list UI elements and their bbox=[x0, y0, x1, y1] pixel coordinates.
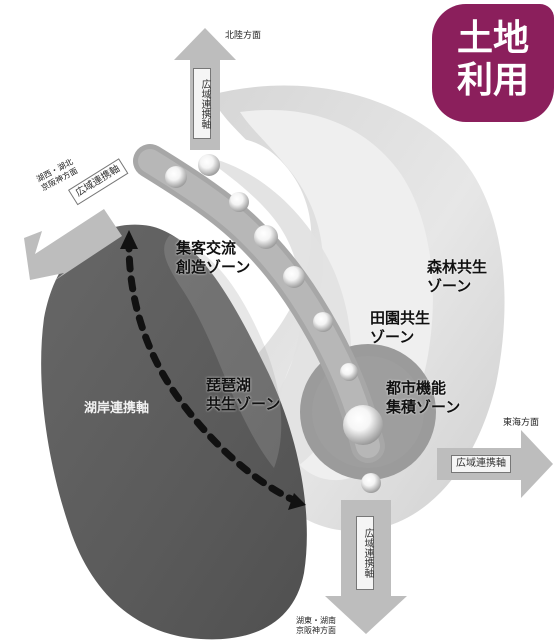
gather-exchange-zone-label: 集客交流 創造ゾーン bbox=[176, 239, 250, 277]
urban-function-zone-label: 都市機能 集積ゾーン bbox=[386, 379, 460, 417]
rural-coexist-line-1: 田園共生 bbox=[370, 309, 431, 327]
urban-function-line-1: 都市機能 bbox=[386, 379, 447, 397]
urban-function-line-2: 集積ゾーン bbox=[386, 398, 461, 416]
circle-node-icon bbox=[343, 405, 383, 445]
south-direction-label: 湖東・湖南 京阪神方面 bbox=[296, 616, 336, 636]
forest-coexist-line-1: 森林共生 bbox=[427, 258, 488, 276]
rural-coexist-line-2: ゾーン bbox=[370, 328, 415, 346]
east-axis-box: 広域連携軸 bbox=[451, 455, 511, 473]
lake-coexist-line-1: 琵琶湖 bbox=[206, 376, 252, 394]
land-use-badge: 土地 利用 bbox=[432, 4, 554, 122]
forest-coexist-zone-label: 森林共生 ゾーン bbox=[427, 258, 487, 296]
gather-exchange-line-1: 集客交流 bbox=[176, 239, 237, 257]
north-axis-box: 広域連携軸 bbox=[193, 68, 211, 139]
gather-exchange-line-2: 創造ゾーン bbox=[176, 258, 251, 276]
lake-light-overlay bbox=[164, 235, 282, 468]
north-direction-label: 北陸方面 bbox=[225, 31, 262, 41]
circle-node-icon bbox=[361, 473, 381, 493]
circle-node-icon bbox=[283, 266, 305, 288]
lakeshore-path bbox=[120, 230, 306, 510]
south-direction-line-2: 京阪神方面 bbox=[296, 626, 336, 635]
lakeshore-axis-label: 湖岸連携軸 bbox=[84, 401, 150, 416]
west-axis bbox=[24, 209, 122, 281]
lake-coexist-zone-label: 琵琶湖 共生ゾーン bbox=[206, 376, 280, 414]
circle-node-icon bbox=[340, 363, 358, 381]
circle-node-icon bbox=[165, 166, 187, 188]
east-direction-label: 東海方面 bbox=[503, 418, 540, 428]
circle-node-icon bbox=[254, 225, 278, 249]
circle-node-icon bbox=[198, 154, 220, 176]
rural-coexist-zone-label: 田園共生 ゾーン bbox=[370, 309, 430, 347]
lake-region bbox=[41, 224, 307, 640]
forest-coexist-line-2: ゾーン bbox=[427, 277, 472, 295]
badge-line-2: 利用 bbox=[456, 60, 529, 101]
city-nodes bbox=[165, 154, 383, 493]
south-direction-line-1: 湖東・湖南 bbox=[296, 616, 336, 625]
south-axis-box: 広域連携軸 bbox=[356, 516, 374, 590]
lake-coexist-line-2: 共生ゾーン bbox=[206, 395, 281, 413]
circle-node-icon bbox=[229, 192, 249, 212]
circle-node-icon bbox=[313, 312, 333, 332]
badge-line-1: 土地 bbox=[456, 18, 529, 59]
